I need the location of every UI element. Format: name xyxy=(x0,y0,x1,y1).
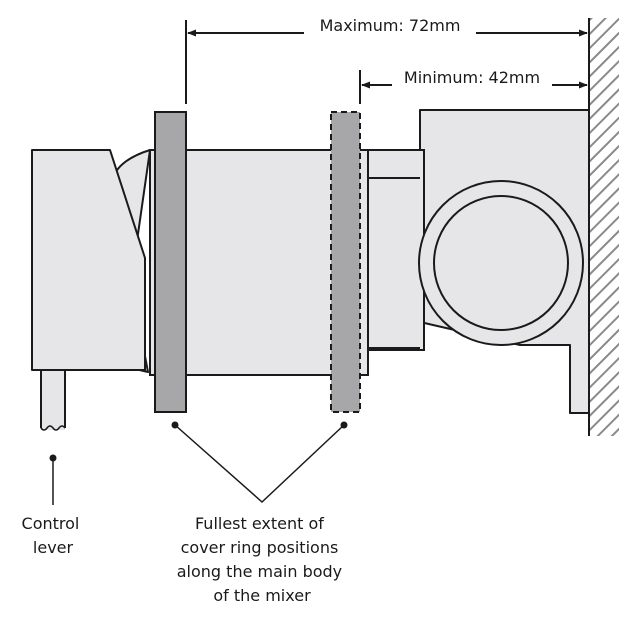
cover-ring-leader xyxy=(171,421,348,504)
wall xyxy=(588,18,619,436)
control-lever-housing xyxy=(31,149,146,371)
minimum-dimension-label: Minimum: 42mm xyxy=(404,68,540,87)
outlet-housing xyxy=(365,109,590,414)
cover-ring-label: Fullest extent of cover ring positions a… xyxy=(177,514,348,605)
outlet-connector-inner xyxy=(433,195,569,331)
cover-ring-outer-position xyxy=(154,111,187,413)
maximum-dimension-label: Maximum: 72mm xyxy=(320,16,461,35)
cover-ring-inner-position xyxy=(330,111,361,413)
control-lever-stem xyxy=(40,370,66,431)
control-lever-leader xyxy=(49,454,57,505)
control-lever-label: Control lever xyxy=(22,514,85,557)
